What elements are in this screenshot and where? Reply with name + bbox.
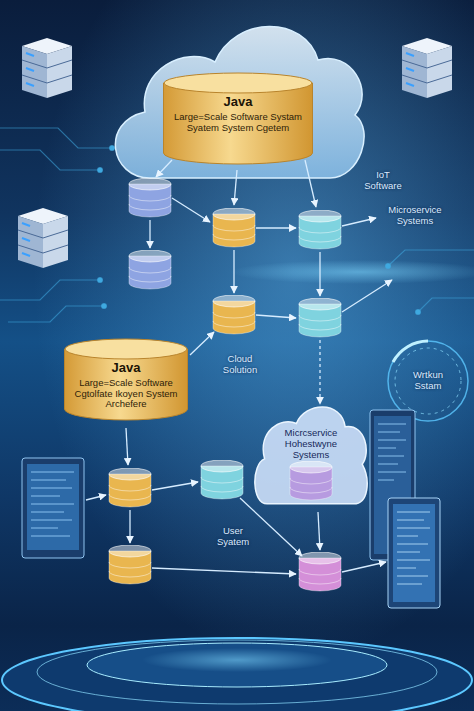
floating-label: User Syatem: [210, 526, 256, 548]
floating-label: Wrtkun Sstam: [403, 370, 453, 392]
flow-arrow: [342, 218, 376, 226]
cloud-shape: [115, 26, 364, 178]
server-icon: [22, 38, 72, 98]
circuit-lines: [98, 278, 103, 283]
circuit-lines: [102, 304, 107, 309]
data-cylinder: [213, 208, 255, 247]
node-title: Java: [173, 94, 303, 110]
data-cylinder: [109, 468, 151, 507]
monitor-icon: [378, 424, 406, 480]
flow-arrow: [190, 332, 214, 355]
flow-arrow: [149, 220, 150, 248]
node-text: Micrcservice Hohestwyne Systems: [266, 428, 356, 461]
flow-arrow: [256, 227, 296, 228]
circuit-lines: [110, 146, 115, 151]
cylinder-top: [65, 339, 187, 359]
flow-arrow: [129, 510, 130, 543]
gauge-ring: [393, 341, 428, 362]
flow-arrow: [319, 340, 320, 404]
gauge-ring: [388, 341, 468, 421]
monitor-icon: [388, 498, 440, 608]
platform: [87, 643, 387, 687]
flow-arrow: [152, 482, 198, 490]
data-cylinder: [299, 552, 341, 591]
flow-arrow: [305, 160, 316, 207]
floating-label: Microservice Systems: [382, 205, 448, 227]
data-cylinder: [201, 460, 243, 499]
flow-arrow: [234, 170, 237, 205]
data-cylinder: [213, 295, 255, 334]
server-icon: [18, 208, 68, 268]
flow-arrow: [233, 250, 234, 293]
flow-arrow: [126, 428, 128, 465]
database-cylinder: JavaLarge=Scale Software Cgtolfate Ikoye…: [64, 338, 188, 421]
data-cylinder: [290, 461, 332, 500]
monitor-icon: [393, 504, 435, 602]
cylinder-body: [164, 83, 313, 164]
light-streak: [230, 260, 474, 284]
node-text: Large=Scale Software Cgtolfate Ikoyen Sy…: [72, 378, 180, 411]
platform: [2, 638, 472, 711]
gauge-ring: [388, 341, 468, 421]
data-cylinder: [129, 250, 171, 289]
monitor-icon: [22, 458, 84, 558]
floating-label: Cloud Solution: [212, 354, 268, 376]
flow-arrow: [319, 252, 320, 296]
circuit-lines: [416, 310, 421, 315]
platform: [142, 648, 332, 672]
flow-arrow: [152, 568, 296, 574]
flow-arrow: [342, 562, 386, 572]
cloud-outline: [255, 407, 367, 504]
floating-label: IoT Software: [358, 170, 408, 192]
flow-arrow: [342, 280, 392, 312]
platform: [37, 640, 437, 704]
monitor-icon: [31, 472, 74, 536]
monitor-icon: [397, 512, 430, 584]
node-title: Java: [72, 360, 180, 376]
cylinder-body: [65, 349, 188, 420]
flow-arrow: [172, 198, 210, 222]
data-cylinder: [109, 545, 151, 584]
server-icon: [402, 38, 452, 98]
cylinder-top: [164, 73, 312, 93]
node-text: Large=Scale Software Systam Syatem Syste…: [173, 112, 303, 134]
flow-arrow: [156, 160, 172, 177]
data-cylinder: [129, 178, 171, 217]
platform: [2, 638, 472, 711]
monitor-icon: [22, 410, 440, 608]
data-cylinder: [299, 210, 341, 249]
circuit-lines: [98, 168, 103, 173]
database-cylinder: JavaLarge=Scale Software Systam Syatem S…: [163, 72, 313, 165]
cloud-node: Micrcservice Hohestwyne Systems: [250, 400, 372, 507]
flow-arrow: [240, 498, 302, 556]
data-cylinder: [299, 298, 341, 337]
circuit-lines: [386, 264, 391, 269]
monitor-icon: [27, 464, 79, 550]
flow-arrow: [256, 315, 296, 318]
flow-arrow: [318, 512, 320, 550]
gauge-ring: [395, 348, 461, 414]
flow-arrow: [86, 495, 106, 500]
